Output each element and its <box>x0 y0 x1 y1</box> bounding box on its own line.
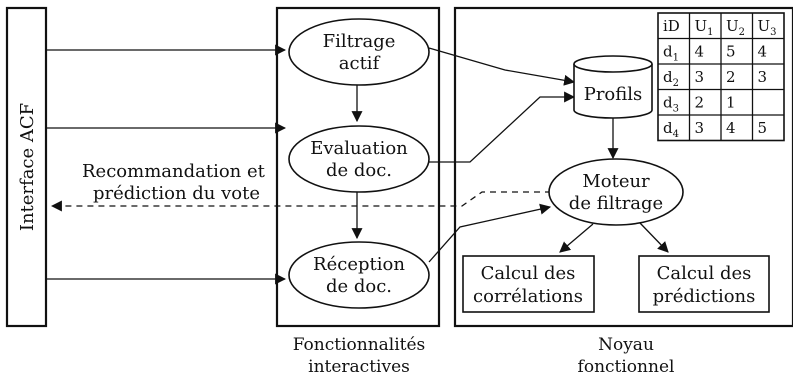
node-evaluation-line1: Evaluation <box>310 138 408 159</box>
feedback-dashed-arrow <box>50 191 562 212</box>
node-reception-line1: Réception <box>313 254 405 275</box>
arrow-reception-to-moteur <box>428 203 552 263</box>
node-profils-label: Profils <box>584 84 643 105</box>
node-moteur-line1: Moteur <box>582 171 650 192</box>
ratings-table-value-cell: 5 <box>758 119 768 137</box>
ratings-table-value-cell: 5 <box>726 43 736 61</box>
caption-interactive-line1: Fonctionnalités <box>293 335 426 355</box>
node-filtrage-actif-line1: Filtrage <box>323 31 396 52</box>
arrow-evaluation-to-profils <box>429 91 576 163</box>
node-filtrage-actif: Filtrage actif <box>288 18 430 86</box>
node-correlations-line1: Calcul des <box>481 263 576 284</box>
node-calcul-predictions: Calcul des prédictions <box>638 255 770 313</box>
arrow-filtrage-to-profils <box>428 47 576 86</box>
node-filtrage-actif-line2: actif <box>339 53 381 74</box>
caption-interactive-line2: interactives <box>308 357 410 377</box>
arrow-moteur-to-predictions <box>639 222 669 253</box>
ratings-table-header-cell: iD <box>663 17 680 35</box>
interactive-functions-box <box>275 6 441 328</box>
ratings-table: iD U1 U2 U3 d1 4 5 4 d2 3 2 3 d3 2 1 d4 3 4 5 <box>657 12 785 142</box>
node-predictions-line1: Calcul des <box>657 263 752 284</box>
node-evaluation-line2: de doc. <box>326 160 392 181</box>
arrow-moteur-to-correlations <box>559 223 594 253</box>
ratings-table-header-cell: U1 <box>695 17 714 38</box>
ratings-table-doc-cell: d4 <box>663 119 679 140</box>
node-moteur-filtrage: Moteur de filtrage <box>548 158 684 226</box>
ratings-table-value-cell: 3 <box>695 68 705 86</box>
feedback-label-line2: prédiction du vote <box>93 183 260 204</box>
node-correlations-line2: corrélations <box>473 286 583 307</box>
node-predictions-line2: prédictions <box>653 286 756 307</box>
node-reception: Réception de doc. <box>288 241 430 309</box>
interface-acf-panel: Interface ACF <box>5 6 48 328</box>
caption-noyau-line1: Noyau <box>598 335 654 355</box>
functional-core-box <box>453 6 793 328</box>
ratings-table-value-cell: 4 <box>726 119 736 137</box>
ratings-table-value-cell: 2 <box>695 94 705 112</box>
node-evaluation: Evaluation de doc. <box>288 125 430 193</box>
interface-acf-label: Interface ACF <box>17 103 38 231</box>
ratings-table-doc-cell: d2 <box>663 68 679 89</box>
node-reception-line2: de doc. <box>326 276 392 297</box>
ratings-table-value-cell: 4 <box>758 43 768 61</box>
feedback-label-line1: Recommandation et <box>82 161 266 182</box>
ratings-table-header-cell: U2 <box>726 17 745 38</box>
node-moteur-line2: de filtrage <box>569 193 663 214</box>
ratings-table-value-cell: 3 <box>758 68 768 86</box>
ratings-table-value-cell: 1 <box>726 94 736 112</box>
ratings-table-value-cell: 4 <box>695 43 705 61</box>
node-calcul-correlations: Calcul des corrélations <box>462 255 595 313</box>
ratings-table-doc-cell: d3 <box>663 94 679 115</box>
ratings-table-header-cell: U3 <box>758 17 777 38</box>
ratings-table-doc-cell: d1 <box>663 43 679 64</box>
caption-noyau-line2: fonctionnel <box>578 357 675 377</box>
ratings-table-value-cell: 2 <box>726 68 736 86</box>
node-profils-database: Profils <box>573 55 653 119</box>
ratings-table-value-cell: 3 <box>695 119 705 137</box>
